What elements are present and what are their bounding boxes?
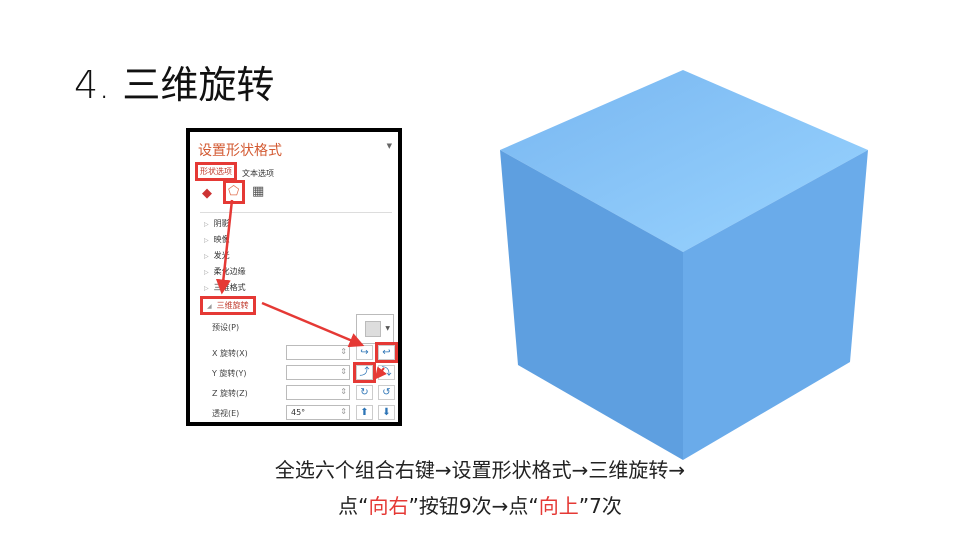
cube-left-face	[500, 150, 683, 460]
panel-title: 设置形状格式	[198, 143, 282, 159]
preset-dropdown[interactable]: ▼	[356, 314, 394, 344]
caption-line-2: 点“向右”按钮9次→点“向上”7次	[338, 494, 622, 518]
y-rotation-label: Y 旋转(Y)	[212, 369, 247, 378]
panel-menu-icon[interactable]: ▼	[386, 142, 392, 150]
size-properties-icon[interactable]: ▦	[252, 184, 265, 199]
perspective-decrease-button[interactable]: ⬇	[378, 405, 395, 420]
slide-title: 4. 三维旋转	[74, 63, 275, 107]
rotate-cw-button[interactable]: ↻	[356, 385, 373, 400]
section-3d-rotation[interactable]: ◢三维旋转	[200, 296, 256, 315]
z-rotation-label: Z 旋转(Z)	[212, 389, 248, 398]
preset-label: 预设(P)	[212, 323, 240, 332]
z-rotation-input[interactable]	[286, 385, 350, 400]
y-rotation-input[interactable]	[286, 365, 350, 380]
rotate-up-button[interactable]: ⤴	[353, 362, 376, 383]
tab-text-options[interactable]: 文本选项	[242, 169, 274, 178]
effects-pentagon-icon[interactable]: ⬠	[228, 184, 240, 199]
fill-line-icon[interactable]: ◆	[202, 186, 212, 201]
rotate-ccw-button[interactable]: ↺	[378, 385, 395, 400]
caption-line-1: 全选六个组合右键→设置形状格式→三维旋转→	[274, 458, 686, 482]
cube-top-face	[500, 70, 868, 252]
perspective-input[interactable]: 45°	[286, 405, 350, 420]
rotate-right-button[interactable]: ↩	[375, 342, 398, 363]
divider	[200, 212, 392, 213]
effects-tab-highlight	[223, 180, 245, 204]
format-shape-panel: 设置形状格式 ▼ 形状选项 文本选项 ◆ ⬠ ▦ ▷阴影 ▷映像 ▷发光 ▷柔化…	[186, 128, 402, 426]
cube-right-face	[683, 150, 868, 460]
rotate-left-button[interactable]: ↪	[356, 345, 373, 360]
perspective-label: 透视(E)	[212, 409, 240, 418]
tab-shape-options[interactable]: 形状选项	[195, 162, 237, 181]
x-rotation-label: X 旋转(X)	[212, 349, 248, 358]
perspective-increase-button[interactable]: ⬆	[356, 405, 373, 420]
